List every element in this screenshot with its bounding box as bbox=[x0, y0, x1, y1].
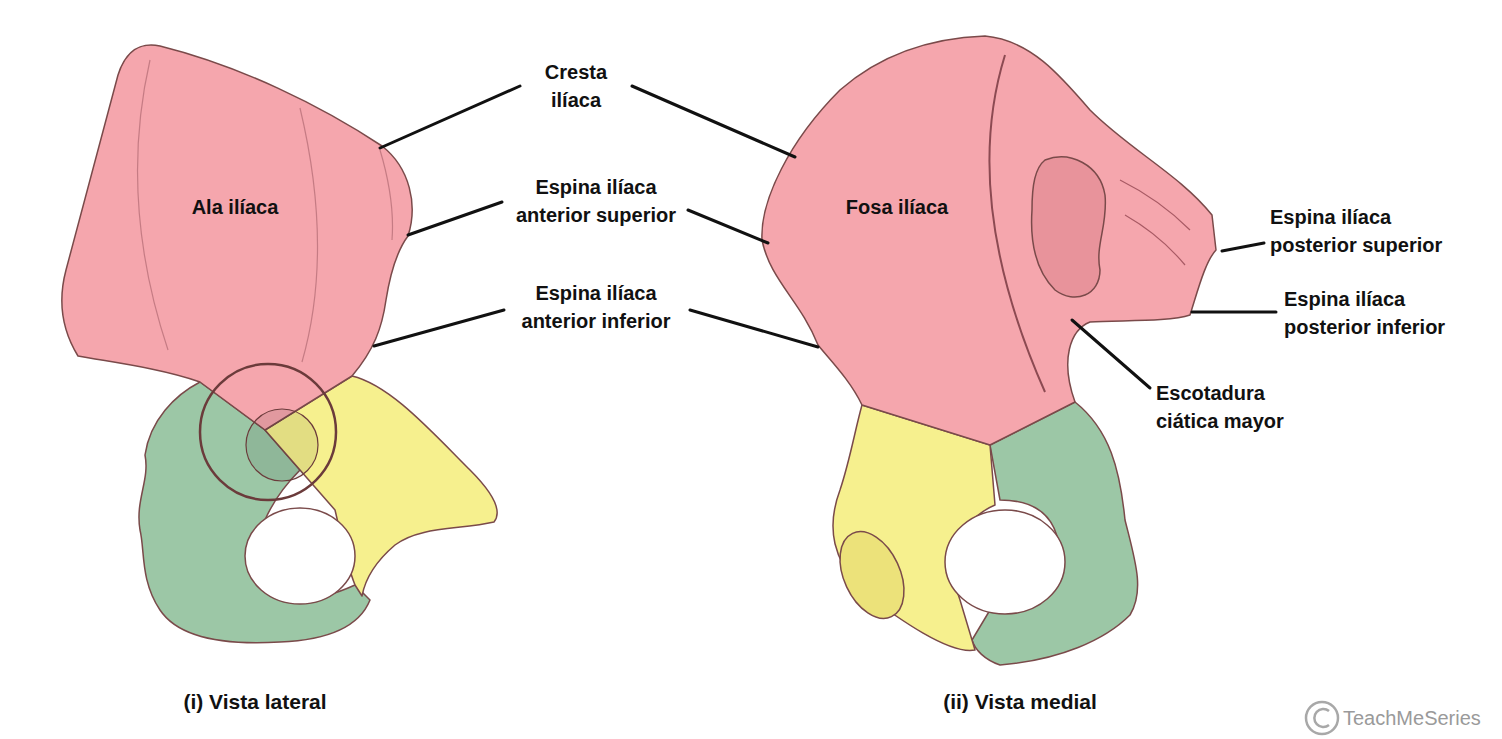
label-holder: Escotadura ciática mayor bbox=[1156, 379, 1301, 435]
part-label: Cresta ilíaca bbox=[526, 58, 626, 114]
part-label: Espina ilíaca anterior superior bbox=[508, 173, 684, 229]
region-label: Ala ilíaca bbox=[170, 193, 300, 221]
part-label: Espina ilíaca posterior superior bbox=[1270, 203, 1460, 259]
view-caption: (i) Vista lateral bbox=[140, 688, 370, 716]
label-holder: Espina ilíaca anterior superior bbox=[508, 173, 684, 229]
leader-line bbox=[374, 310, 504, 346]
leader-line bbox=[1192, 311, 1276, 314]
leader-lines bbox=[374, 86, 1276, 388]
watermark: TeachMeSeries bbox=[1343, 704, 1493, 732]
lateral-view bbox=[62, 45, 497, 643]
label-holder: Cresta ilíaca bbox=[526, 58, 626, 114]
leader-line bbox=[632, 86, 795, 157]
auricular-surface bbox=[1032, 157, 1106, 297]
acetabulum-fossa bbox=[246, 409, 318, 481]
label-holder: (ii) Vista medial bbox=[900, 688, 1140, 716]
watermark-icon bbox=[1306, 702, 1338, 734]
view-caption: (ii) Vista medial bbox=[900, 688, 1140, 716]
label-holder: Espina ilíaca posterior superior bbox=[1270, 203, 1460, 259]
part-label: Espina ilíaca posterior inferior bbox=[1284, 285, 1474, 341]
symphyseal-surface bbox=[827, 521, 917, 628]
label-holder: (i) Vista lateral bbox=[140, 688, 370, 716]
leader-line bbox=[1222, 243, 1264, 251]
label-holder: Fosa ilíaca bbox=[832, 193, 962, 221]
leader-line bbox=[380, 86, 520, 148]
iliac-tuberosity bbox=[1120, 180, 1190, 265]
region-label: Fosa ilíaca bbox=[832, 193, 962, 221]
part-label: Espina ilíaca anterior inferior bbox=[508, 279, 684, 335]
leader-line bbox=[690, 310, 818, 347]
leader-line bbox=[1072, 320, 1150, 388]
obturator-foramen bbox=[245, 508, 355, 604]
label-holder: TeachMeSeries bbox=[1343, 704, 1493, 732]
leader-line bbox=[688, 210, 768, 243]
label-holder: Espina ilíaca posterior inferior bbox=[1284, 285, 1474, 341]
bone-texture bbox=[138, 60, 393, 362]
label-holder: Ala ilíaca bbox=[170, 193, 300, 221]
medial-view bbox=[762, 36, 1216, 665]
acetabulum-rim bbox=[200, 364, 336, 500]
obturator-foramen-medial bbox=[945, 510, 1065, 614]
ilium-medial bbox=[762, 36, 1216, 445]
label-holder: Espina ilíaca anterior inferior bbox=[508, 279, 684, 335]
part-label: Escotadura ciática mayor bbox=[1156, 379, 1301, 435]
leader-line bbox=[408, 202, 502, 235]
